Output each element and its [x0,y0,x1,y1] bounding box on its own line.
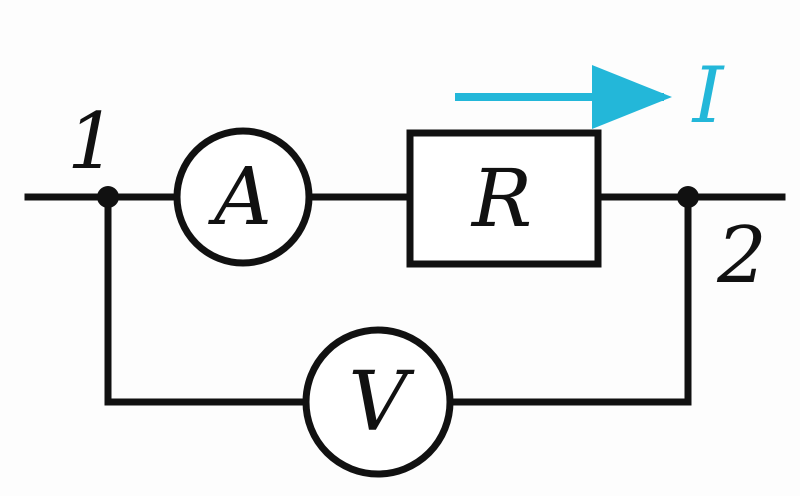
resistor-box [406,129,602,268]
terminal-label-1: 1 [67,97,117,187]
voltmeter-circle [302,326,454,478]
ammeter-label: A [207,150,272,243]
junction-node-2 [677,186,699,208]
junction-node-1 [97,186,119,208]
terminal-label-2: 2 [716,211,767,301]
current-label: I [691,51,726,141]
voltmeter-label: V [348,355,415,450]
ammeter-circle [173,127,313,267]
resistor-label: R [470,152,532,245]
